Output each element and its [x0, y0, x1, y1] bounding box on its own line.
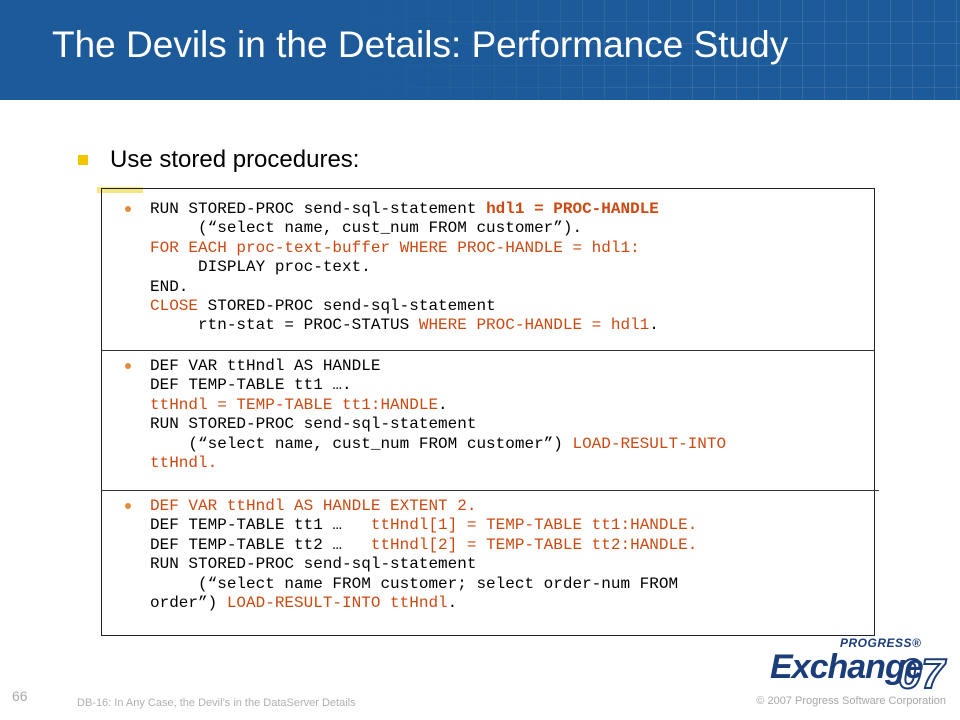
code-block-handle-extent: DEF VAR ttHndl AS HANDLE EXTENT 2. DEF T… — [150, 497, 697, 613]
copyright: © 2007 Progress Software Corporation — [756, 695, 946, 707]
code-segment: CLOSE — [150, 297, 199, 316]
code-segment: WHERE PROC-HANDLE = hdl1 — [418, 316, 650, 335]
code-segment: FOR EACH proc-text-buffer WHERE PROC-HAN… — [150, 238, 640, 257]
code-segment: (“select name FROM customer; select orde… — [150, 574, 679, 593]
main-bullet: Use stored procedures: — [78, 146, 359, 174]
session-title: DB-16: In Any Case, the Devil’s in the D… — [77, 697, 356, 709]
code-bullet-icon — [125, 363, 131, 369]
code-segment: DEF TEMP-TABLE tt2 … — [150, 535, 371, 554]
code-segment: ttHndl[1] = TEMP-TABLE tt1:HANDLE. — [370, 516, 698, 535]
code-segment: hdl1 = PROC-HANDLE — [486, 200, 659, 218]
code-segment: END. — [150, 277, 189, 296]
code-segment: DEF TEMP-TABLE tt1 … — [150, 516, 371, 535]
code-segment: DISPLAY proc-text. — [150, 258, 371, 277]
page-number: 66 — [12, 688, 28, 704]
code-segment: rtn-stat = PROC-STATUS — [150, 316, 419, 335]
code-block-proc-handle: RUN STORED-PROC send-sql-statement hdl1 … — [150, 200, 659, 336]
code-segment: ttHndl = TEMP-TABLE tt1:HANDLE — [150, 395, 439, 414]
code-segment: STORED-PROC send-sql-statement — [198, 297, 496, 316]
highlight-marker — [97, 187, 143, 193]
code-segment: DEF VAR ttHndl AS HANDLE — [150, 357, 381, 375]
code-separator — [101, 490, 879, 491]
code-segment: order”) — [150, 594, 227, 613]
code-block-temp-table: DEF VAR ttHndl AS HANDLE DEF TEMP-TABLE … — [150, 357, 726, 473]
title-bar: The Devils in the Details: Performance S… — [0, 0, 960, 100]
code-segment: . — [447, 594, 458, 613]
code-segment: (“select name, cust_num FROM customer”). — [150, 219, 583, 238]
code-segment: (“select name, cust_num FROM customer”) — [150, 434, 573, 453]
logo-name: Exchange — [770, 648, 924, 686]
code-bullet-icon — [125, 503, 131, 509]
square-bullet-icon — [78, 155, 88, 165]
code-panel — [101, 188, 875, 636]
code-segment: LOAD-RESULT-INTO ttHndl — [226, 594, 448, 613]
logo-year: 07 — [897, 649, 946, 698]
code-segment: RUN STORED-PROC send-sql-statement — [150, 200, 487, 218]
code-segment: DEF TEMP-TABLE tt1 …. — [150, 376, 352, 395]
code-segment: RUN STORED-PROC send-sql-statement — [150, 555, 477, 574]
code-segment: ttHndl[2] = TEMP-TABLE tt2:HANDLE. — [370, 535, 698, 554]
code-segment: . — [438, 395, 448, 414]
code-segment: ttHndl. — [150, 454, 218, 473]
code-segment: . — [649, 316, 659, 335]
header-grid-pattern — [340, 0, 960, 100]
slide-title: The Devils in the Details: Performance S… — [52, 24, 789, 65]
code-segment: RUN STORED-PROC send-sql-statement — [150, 415, 477, 434]
code-separator — [101, 350, 875, 351]
main-bullet-text: Use stored procedures: — [110, 146, 360, 173]
code-segment: LOAD-RESULT-INTO — [572, 434, 727, 453]
code-segment: DEF VAR ttHndl AS HANDLE EXTENT 2. — [150, 497, 477, 515]
logo-brand: PROGRESS® — [840, 636, 922, 650]
exchange-07-logo: PROGRESS® 07 Exchange — [770, 636, 950, 698]
code-bullet-icon — [125, 206, 131, 212]
